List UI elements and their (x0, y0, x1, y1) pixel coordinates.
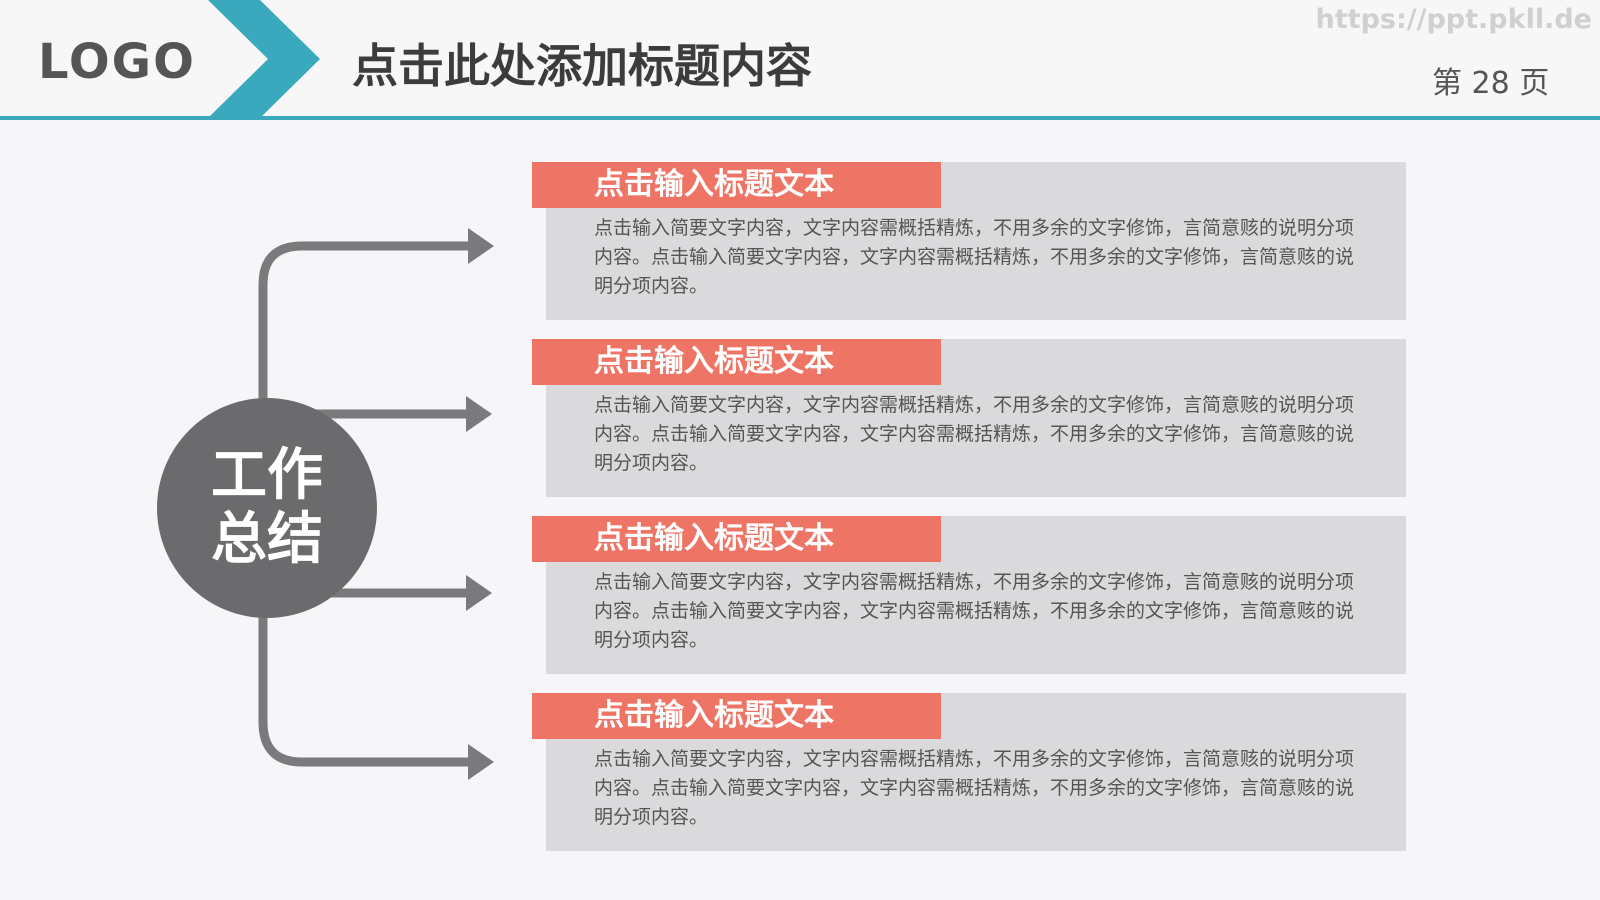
item-title-tag (532, 162, 941, 208)
arrow-head-2-icon (466, 396, 492, 432)
item-card-3: 点击输入标题文本 点击输入简要文字内容，文字内容需概括精炼，不用多余的文字修饰，… (532, 516, 1406, 674)
logo: LOGO (38, 34, 196, 90)
summary-hub: 工作总结 (157, 398, 377, 618)
hub-label: 工作总结 (211, 443, 323, 572)
page-number: 第 28 页 (1432, 66, 1550, 101)
item-card-2: 点击输入标题文本 点击输入简要文字内容，文字内容需概括精炼，不用多余的文字修饰，… (532, 339, 1406, 497)
item-title-tag (532, 516, 941, 562)
connector-line-1 (258, 241, 470, 410)
connector-line-4 (258, 600, 470, 767)
item-title[interactable]: 点击输入标题文本 (594, 698, 834, 733)
item-title[interactable]: 点击输入标题文本 (594, 521, 834, 556)
item-card-1: 点击输入标题文本 点击输入简要文字内容，文字内容需概括精炼，不用多余的文字修饰，… (532, 162, 1406, 320)
arrow-head-1-icon (468, 228, 494, 264)
item-text[interactable]: 点击输入简要文字内容，文字内容需概括精炼，不用多余的文字修饰，言简意赅的说明分项… (594, 748, 1355, 828)
item-title-tag (532, 339, 941, 385)
item-title[interactable]: 点击输入标题文本 (594, 167, 834, 202)
watermark-url: https://ppt.pkll.de (1315, 4, 1592, 35)
arrow-head-3-icon (466, 575, 492, 611)
item-text[interactable]: 点击输入简要文字内容，文字内容需概括精炼，不用多余的文字修饰，言简意赅的说明分项… (594, 217, 1355, 297)
item-text[interactable]: 点击输入简要文字内容，文字内容需概括精炼，不用多余的文字修饰，言简意赅的说明分项… (594, 394, 1355, 474)
item-card-4: 点击输入标题文本 点击输入简要文字内容，文字内容需概括精炼，不用多余的文字修饰，… (532, 693, 1406, 851)
item-title-tag (532, 693, 941, 739)
page-title: 点击此处添加标题内容 (352, 39, 812, 93)
item-title[interactable]: 点击输入标题文本 (594, 344, 834, 379)
slide-header: LOGO 点击此处添加标题内容 https://ppt.pkll.de 第 28… (0, 0, 1600, 118)
arrow-head-4-icon (468, 744, 494, 780)
item-text[interactable]: 点击输入简要文字内容，文字内容需概括精炼，不用多余的文字修饰，言简意赅的说明分项… (594, 571, 1355, 651)
header-divider (0, 116, 1600, 120)
chevron-right-icon (208, 0, 320, 118)
